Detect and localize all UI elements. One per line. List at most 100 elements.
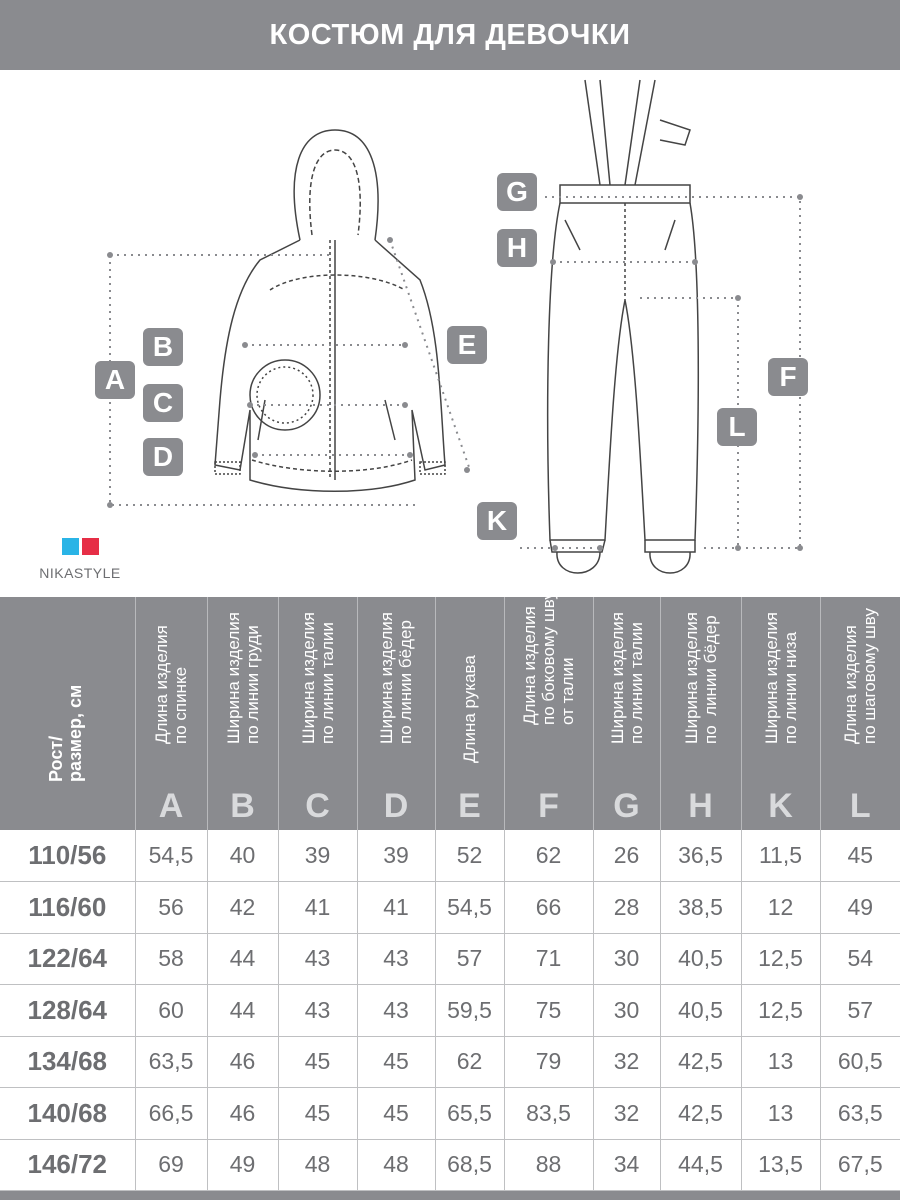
table-cell: 52 — [434, 830, 504, 882]
table-cell: 59,5 — [434, 984, 504, 1037]
size-cell: 146/72 — [0, 1139, 135, 1191]
table-cell: 32 — [592, 1036, 660, 1088]
table-cell: 88 — [503, 1139, 593, 1191]
column-letter: H — [688, 787, 713, 825]
label-h: H — [497, 229, 537, 267]
column-label: Ширина изделия по линии бёдер — [377, 612, 415, 744]
table-cell: 13,5 — [740, 1139, 820, 1191]
column-letter: E — [458, 787, 481, 825]
table-cell: 39 — [356, 830, 435, 882]
column-letter: L — [849, 787, 871, 825]
table-cell: 66 — [503, 881, 593, 934]
header-height-size: Рост/ размер, см — [0, 597, 135, 830]
table-cell: 26 — [592, 830, 660, 882]
table-cell: 39 — [277, 830, 357, 882]
page-title: КОСТЮМ ДЛЯ ДЕВОЧКИ — [0, 0, 900, 70]
column-label: Ширина изделия по линии талии — [607, 612, 646, 744]
column-letter: A — [158, 787, 184, 825]
column-label: Ширина изделия по линии груди — [223, 612, 262, 744]
table-cell: 58 — [134, 933, 207, 985]
table-cell: 57 — [434, 933, 504, 985]
table-cell: 79 — [503, 1036, 593, 1088]
column-letter: B — [230, 787, 255, 825]
table-cell: 69 — [134, 1139, 207, 1191]
table-cell: 28 — [592, 881, 660, 934]
table-cell: 11,5 — [740, 830, 820, 882]
garment-illustration — [107, 79, 803, 574]
table-cell: 12 — [740, 881, 820, 934]
label-g: G — [497, 173, 537, 211]
table-cell: 62 — [434, 1036, 504, 1088]
column-letter: D — [383, 787, 409, 825]
brand-name: NIKASTYLE — [39, 565, 121, 581]
table-cell: 36,5 — [659, 830, 741, 882]
table-cell: 49 — [819, 881, 900, 934]
table-cell: 42 — [206, 881, 278, 934]
table-cell: 66,5 — [134, 1087, 207, 1140]
table-cell: 12,5 — [740, 984, 820, 1037]
size-cell: 110/56 — [0, 830, 135, 882]
label-e: E — [447, 326, 487, 364]
table-cell: 40 — [206, 830, 278, 882]
table-cell: 48 — [277, 1139, 357, 1191]
table-cell: 12,5 — [740, 933, 820, 985]
table-cell: 45 — [277, 1087, 357, 1140]
column-letter: F — [538, 787, 559, 825]
size-cell: 134/68 — [0, 1036, 135, 1088]
column-label: Длина изделия по спинке — [152, 625, 190, 744]
column-label: Длина рукава — [460, 655, 479, 763]
size-cell: 122/64 — [0, 933, 135, 985]
table-cell: 32 — [592, 1087, 660, 1140]
table-cell: 75 — [503, 984, 593, 1037]
size-cell: 128/64 — [0, 984, 135, 1037]
table-cell: 43 — [277, 933, 357, 985]
column-label: Длина изделия по боковому шву от талии — [520, 591, 577, 725]
label-a: A — [95, 361, 135, 399]
table-cell: 62 — [503, 830, 593, 882]
column-label: Ширина изделия по линии талии — [298, 612, 337, 744]
table-cell: 65,5 — [434, 1087, 504, 1140]
pants-drawing — [546, 79, 700, 574]
brand-logo: NIKASTYLE — [30, 538, 130, 581]
label-d: D — [143, 438, 183, 476]
table-cell: 41 — [356, 881, 435, 934]
size-cell: 116/60 — [0, 881, 135, 934]
jacket-drawing — [214, 129, 446, 492]
logo-mark-icon — [61, 538, 99, 555]
label-k: K — [477, 502, 517, 540]
column-letter: G — [613, 787, 640, 825]
table-cell: 45 — [356, 1036, 435, 1088]
table-cell: 40,5 — [659, 933, 741, 985]
table-cell: 63,5 — [819, 1087, 900, 1140]
table-cell: 60,5 — [819, 1036, 900, 1088]
table-cell: 43 — [356, 984, 435, 1037]
table-cell: 45 — [277, 1036, 357, 1088]
table-cell: 41 — [277, 881, 357, 934]
table-cell: 68,5 — [434, 1139, 504, 1191]
table-cell: 46 — [206, 1036, 278, 1088]
table-cell: 48 — [356, 1139, 435, 1191]
column-label: Ширина изделия по линии бёдер — [681, 612, 720, 744]
table-cell: 54,5 — [134, 830, 207, 882]
column-label: Ширина изделия по линии низа — [761, 612, 800, 744]
table-cell: 45 — [356, 1087, 435, 1140]
column-letter: K — [768, 787, 793, 825]
table-cell: 71 — [503, 933, 593, 985]
table-cell: 30 — [592, 984, 660, 1037]
table-cell: 44 — [206, 933, 278, 985]
table-cell: 43 — [356, 933, 435, 985]
table-cell: 56 — [134, 881, 207, 934]
